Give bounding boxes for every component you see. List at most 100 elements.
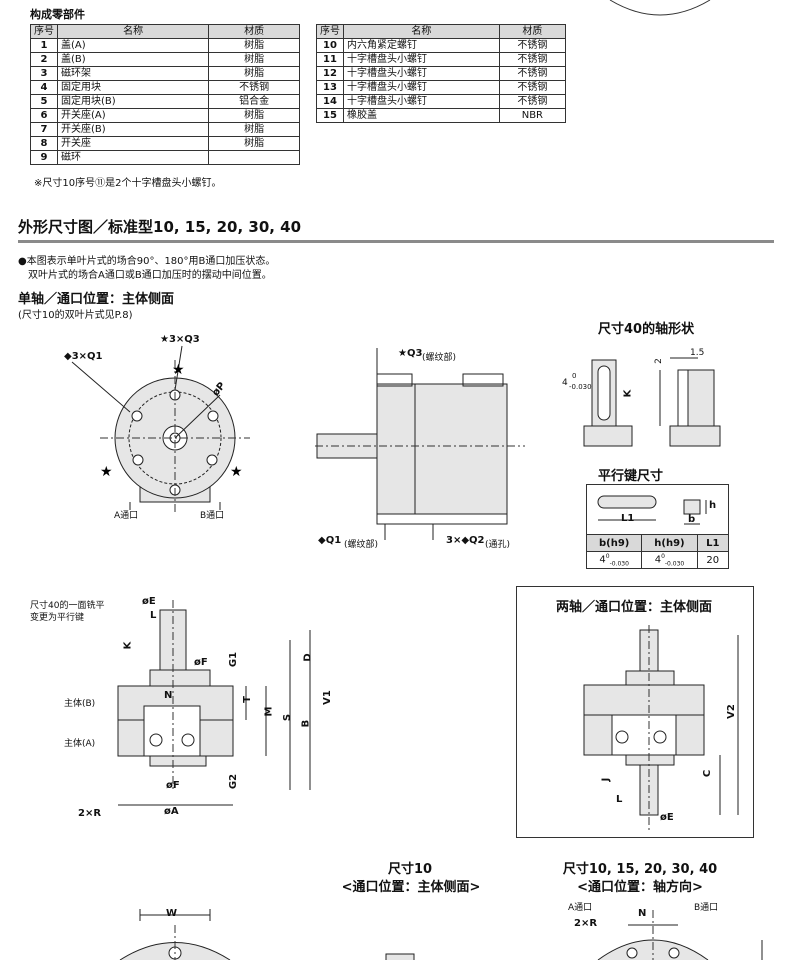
cell-no: 3 xyxy=(30,66,58,81)
shaft-dim-2: 2 xyxy=(653,358,664,364)
single-axis-subtitle: (尺寸10的双叶片式见P.8) xyxy=(18,310,133,321)
svg-text:★: ★ xyxy=(230,464,243,480)
shaft40-drawing xyxy=(583,357,721,447)
cell-mat: 不锈钢 xyxy=(498,80,567,95)
cell-no: 11 xyxy=(316,52,344,67)
cell-mat: 不锈钢 xyxy=(498,38,567,53)
cell-mat: 树脂 xyxy=(208,122,300,137)
key-table: b(h9) h(h9) L1 40-0.030 40-0.030 20 xyxy=(585,534,730,569)
elevation-view-drawing xyxy=(117,600,311,806)
key-b-label: b xyxy=(688,514,696,525)
key-l1-label: L1 xyxy=(621,513,635,524)
key-drawing xyxy=(597,495,707,525)
double-j-label: J xyxy=(600,777,612,782)
q3-label: ★3×Q3 xyxy=(160,334,200,345)
q1-thread-label: ◆Q1 xyxy=(318,535,342,546)
double-e-label: øE xyxy=(660,812,674,823)
cell-name: 十字槽盘头小螺钉 xyxy=(343,66,500,81)
q2-label: 3×◆Q2 xyxy=(446,535,485,546)
mill-note-1: 尺寸40的一面铣平 xyxy=(30,601,105,611)
cell-no: 2 xyxy=(30,52,58,67)
b-port-label: B通口 xyxy=(200,511,225,521)
key-header-h: h(h9) xyxy=(641,534,698,552)
q2-suffix: (通孔) xyxy=(485,540,511,550)
elev-b-label: B xyxy=(300,719,312,728)
cell-no: 12 xyxy=(316,66,344,81)
side-view-drawing xyxy=(315,348,525,540)
cell-mat: 不锈钢 xyxy=(498,94,567,109)
elev-2r-label: 2×R xyxy=(78,808,102,819)
cell-name: 十字槽盘头小螺钉 xyxy=(343,80,500,95)
elev-e-label: øE xyxy=(142,596,156,607)
a-port-label: A通口 xyxy=(114,511,139,521)
cell-name: 开关座(B) xyxy=(56,122,210,137)
cell-no: 9 xyxy=(30,150,58,165)
key-cell-l1: 20 xyxy=(696,551,730,569)
key-cell-b: 40-0.030 xyxy=(585,551,643,569)
cell-mat: 树脂 xyxy=(208,108,300,123)
shaft-tol-4: 4 xyxy=(562,378,568,388)
shaft-tol-upper: 0 xyxy=(572,372,577,380)
cell-name: 固定用块 xyxy=(56,80,210,95)
cell-mat: 树脂 xyxy=(208,66,300,81)
elev-a-label: øA xyxy=(164,806,179,817)
body-b-label: 主体(B) xyxy=(64,699,96,709)
header-no: 序号 xyxy=(316,24,344,39)
cell-mat xyxy=(208,150,300,165)
header-no: 序号 xyxy=(30,24,58,39)
cell-name: 盖(A) xyxy=(56,38,210,53)
elev-f-label: øF xyxy=(194,657,208,668)
double-axis-title: 两轴／通口位置：主体侧面 xyxy=(555,600,712,615)
port-axis-partial-drawing xyxy=(597,910,763,960)
double-l-label: L xyxy=(616,794,623,805)
size10-title-2: <通口位置：主体侧面> xyxy=(341,880,481,895)
key-header-l1: L1 xyxy=(696,534,730,552)
cell-name: 磁环架 xyxy=(56,66,210,81)
cell-name: 开关座(A) xyxy=(56,108,210,123)
elev-s-label: S xyxy=(282,713,294,722)
sizes-all-title-1: 尺寸10, 15, 20, 30, 40 xyxy=(562,862,718,877)
parts-caption: 构成零部件 xyxy=(30,8,85,21)
size10-side-partial-drawing xyxy=(119,909,231,960)
elev-k-label: K xyxy=(122,641,134,650)
bottom-n-label: N xyxy=(638,908,647,919)
double-axis-drawing xyxy=(583,625,739,830)
mill-note-2: 变更为平行键 xyxy=(30,613,85,623)
header-material: 材质 xyxy=(498,24,567,39)
cell-no: 1 xyxy=(30,38,58,53)
cell-mat: 不锈钢 xyxy=(498,66,567,81)
bottom-b-port-label: B通口 xyxy=(694,903,719,913)
cell-name: 开关座 xyxy=(56,136,210,151)
shaft-k-label: K xyxy=(622,389,634,398)
cell-name: 十字槽盘头小螺钉 xyxy=(343,52,500,67)
elev-v1-label: V1 xyxy=(321,690,333,705)
elev-d-label: D xyxy=(302,653,314,662)
single-axis-title: 单轴／通口位置：主体侧面 xyxy=(18,292,175,307)
q3-thread-label: ★Q3 xyxy=(398,348,423,359)
cell-mat: 树脂 xyxy=(208,38,300,53)
cell-name: 内六角紧定螺钉 xyxy=(343,38,500,53)
body-a-label: 主体(A) xyxy=(64,739,96,749)
key-cell-h: 40-0.030 xyxy=(641,551,698,569)
q1-label: ◆3×Q1 xyxy=(64,351,103,362)
cell-no: 15 xyxy=(316,108,344,123)
elev-t-label: T xyxy=(241,696,253,703)
key-h-label: h xyxy=(709,500,717,511)
cell-no: 6 xyxy=(30,108,58,123)
bottom-2r-label: 2×R xyxy=(574,918,598,929)
cell-no: 10 xyxy=(316,38,344,53)
cell-mat: 树脂 xyxy=(208,136,300,151)
cell-no: 8 xyxy=(30,136,58,151)
shaft-tol-lower: -0.030 xyxy=(569,383,592,391)
header-name: 名称 xyxy=(343,24,500,39)
front-view-drawing: ★ ★ ★ xyxy=(71,345,250,515)
section-note-1: ●本图表示单叶片式的场合90°、180°用B通口加压状态。 xyxy=(18,256,276,267)
q3-thread-suffix: (螺纹部) xyxy=(422,353,457,363)
